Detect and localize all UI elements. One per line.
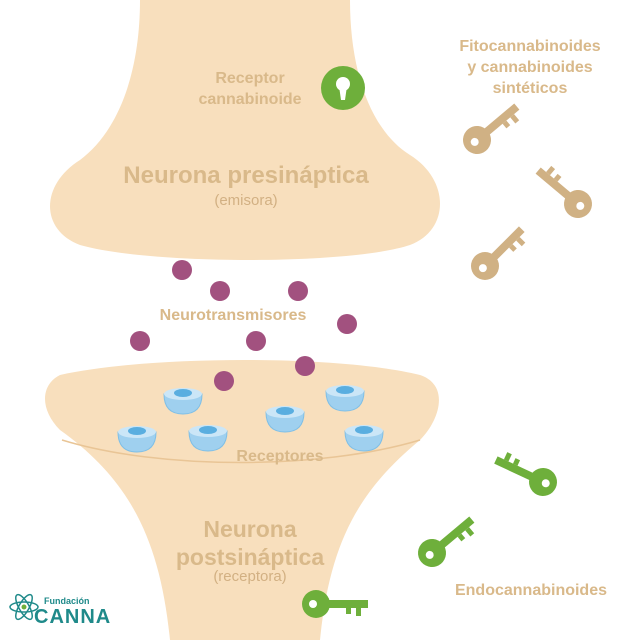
atom-logo-icon [9, 593, 39, 621]
lock-icon [321, 66, 365, 110]
phyto-line2: y cannabinoides [467, 59, 593, 76]
neurotransmitter-dot [246, 331, 266, 351]
phyto-line1: Fitocannabinoides [459, 38, 601, 55]
neurotransmitter-dot [172, 260, 192, 280]
postsynaptic-title-line1: Neurona [203, 516, 297, 542]
neurotransmitter-dot [214, 371, 234, 391]
neurotransmitter-dot [337, 314, 357, 334]
tan-key-icon [535, 165, 592, 218]
neurotransmitters-label: Neurotransmisores [159, 307, 307, 324]
phyto-label: Fitocannabinoides y cannabinoides sintét… [430, 36, 630, 99]
presynaptic-neuron [50, 0, 440, 260]
logo-fundacion-text: Fundación [44, 596, 90, 606]
neurotransmitter-dot [288, 281, 308, 301]
postsynaptic-neuron [45, 360, 439, 640]
tan-keys [463, 103, 592, 280]
receptors [117, 385, 384, 453]
postsynaptic-title: Neurona postsináptica [170, 515, 330, 571]
receptor-icon [163, 388, 203, 415]
receptor-cannabinoide-line1: Receptor [215, 70, 285, 87]
green-key-icon [302, 590, 368, 618]
neurotransmitter-dot [295, 356, 315, 376]
green-key-icon [494, 452, 557, 496]
phyto-line3: sintéticos [492, 80, 568, 97]
receptor-cannabinoide-label: Receptor cannabinoide [180, 68, 320, 110]
receptors-label: Receptores [236, 448, 324, 465]
receptor-icon [188, 425, 228, 452]
neurotransmitter-dot [210, 281, 230, 301]
presynaptic-subtitle: (emisora) [214, 192, 278, 209]
neurotransmitter-dot [130, 331, 150, 351]
postsynaptic-subtitle: (receptora) [213, 568, 287, 585]
postsynaptic-title-line2: postsináptica [175, 544, 325, 570]
logo-canna-text: CANNA [34, 606, 112, 628]
green-keys [302, 452, 557, 618]
receptor-icon [265, 406, 305, 433]
green-key-icon [418, 516, 475, 567]
presynaptic-title: Neurona presináptica [123, 162, 369, 189]
neurotransmitters [130, 260, 357, 391]
receptor-icon [344, 425, 384, 452]
receptor-cannabinoide-line2: cannabinoide [198, 91, 302, 108]
receptor-icon [117, 426, 157, 453]
tan-key-icon [463, 103, 520, 154]
tan-key-icon [471, 226, 526, 280]
postsynaptic-membrane-line [61, 439, 421, 464]
endo-label: Endocannabinoides [454, 582, 607, 599]
receptor-icon [325, 385, 365, 412]
